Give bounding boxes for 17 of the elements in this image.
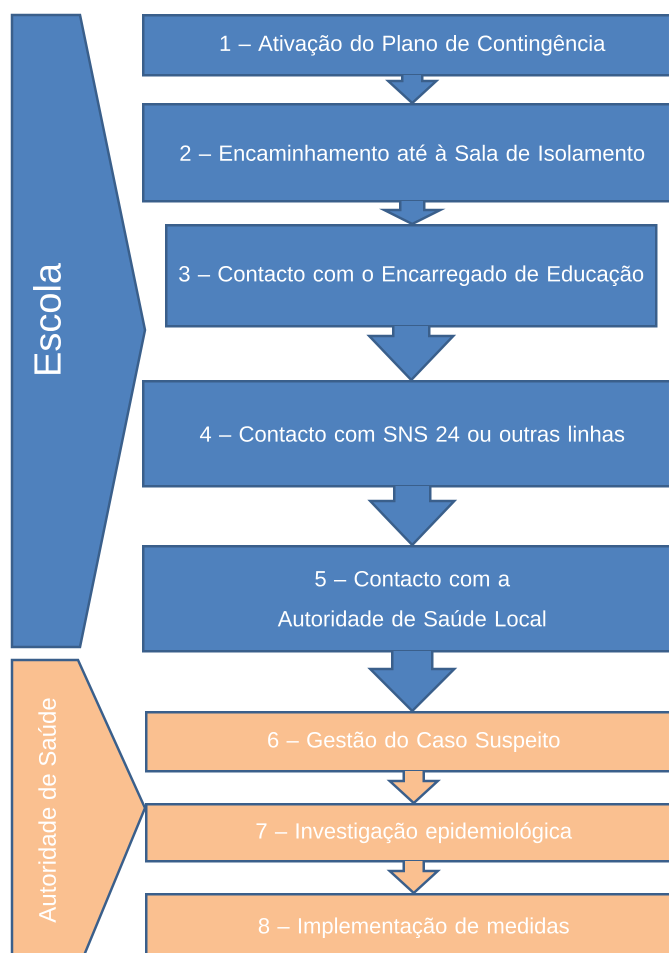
block-arrow <box>378 200 446 226</box>
stage-band: Escola <box>10 14 146 648</box>
block-arrow <box>386 860 441 895</box>
block-arrow <box>367 484 458 547</box>
step-box: 6 – Gestão do Caso Suspeito <box>145 711 669 772</box>
stage-band: Autoridade de Saúde <box>10 658 146 953</box>
step-box: 3 – Contacto com o Encarregado de Educação <box>165 224 658 328</box>
step-box: 1 – Ativação do Plano de Contingência <box>142 14 669 76</box>
block-arrow <box>385 74 440 105</box>
step-box: 4 – Contacto com SNS 24 ou outras linhas <box>142 380 669 488</box>
block-arrow <box>367 650 458 713</box>
block-arrow <box>386 770 441 805</box>
step-box: 8 – Implementação de medidas <box>145 893 669 953</box>
step-box: 5 – Contacto com a Autoridade de Saúde Local <box>142 545 669 652</box>
step-box: 2 – Encaminhamento até à Sala de Isolamento <box>142 103 669 202</box>
block-arrow <box>366 324 456 382</box>
step-box: 7 – Investigação epidemiológica <box>145 803 669 862</box>
